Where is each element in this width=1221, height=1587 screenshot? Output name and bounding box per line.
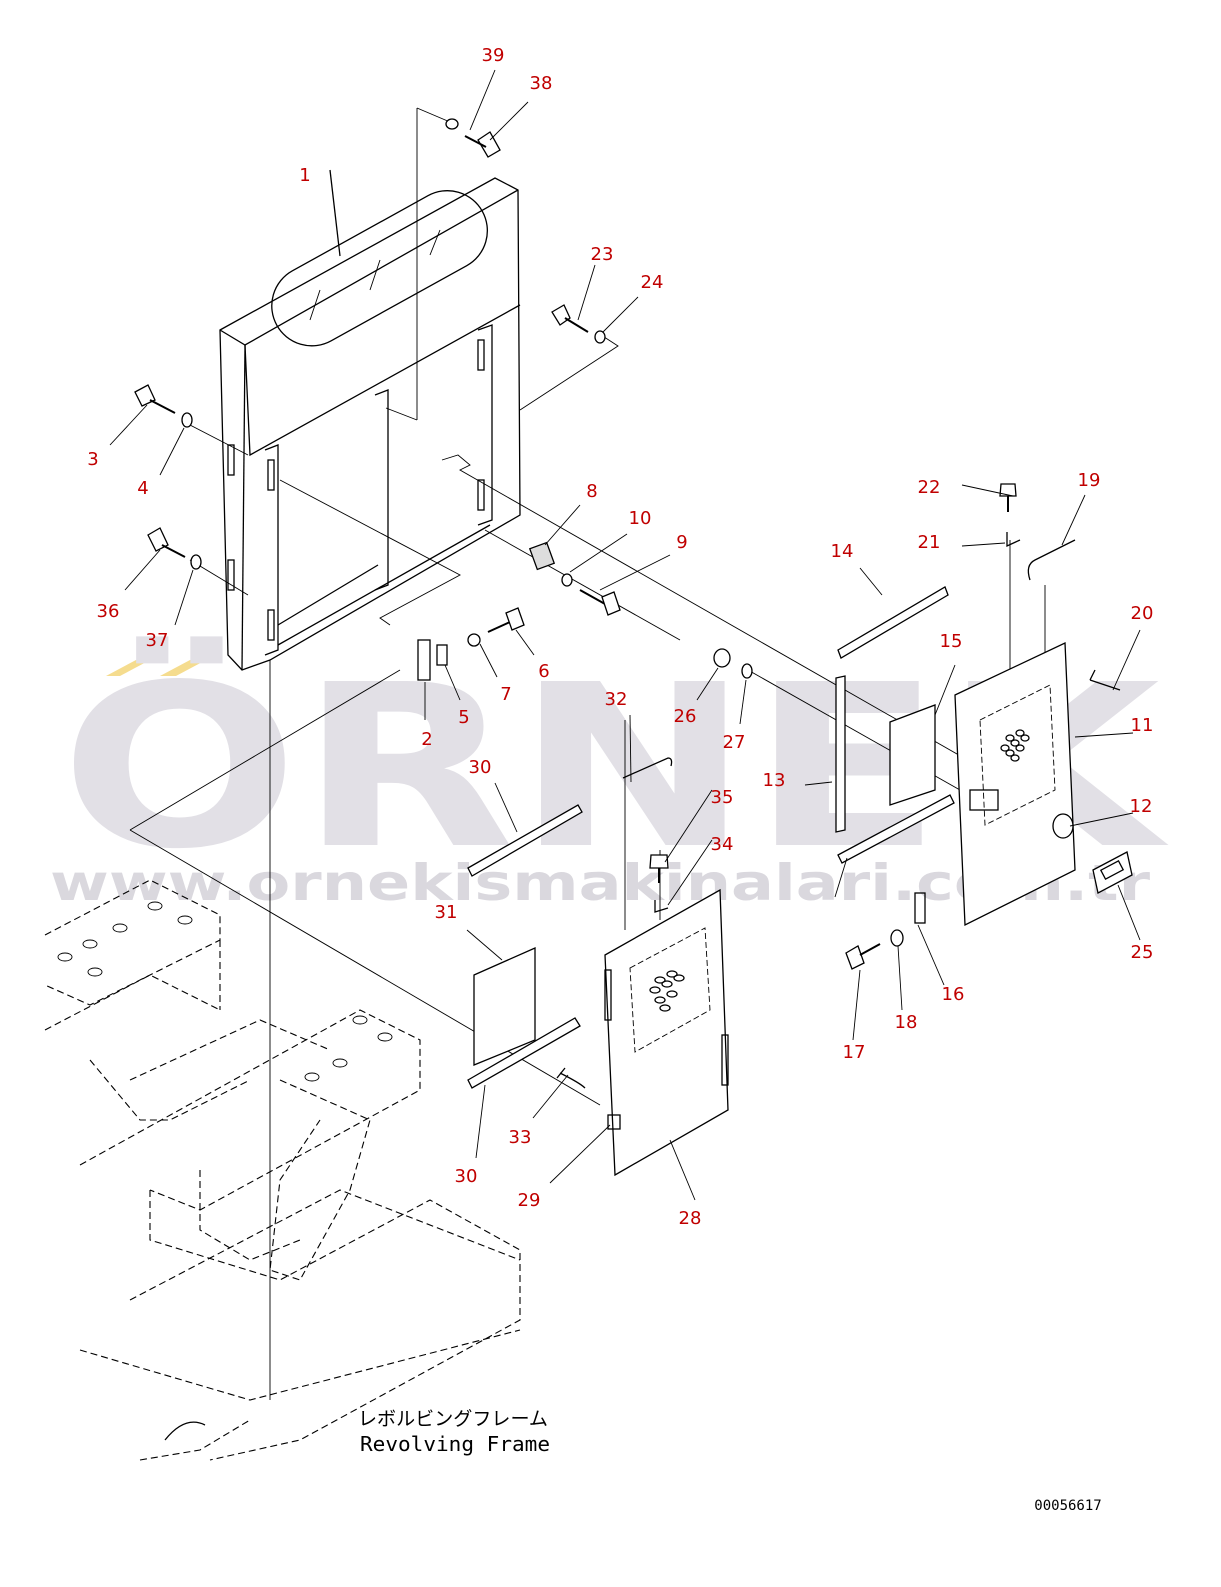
door-right bbox=[954, 641, 1076, 927]
part-label-21: 21 bbox=[918, 532, 941, 553]
part-label-38: 38 bbox=[530, 73, 553, 94]
part-label-11: 11 bbox=[1131, 715, 1154, 736]
part-label-29: 29 bbox=[518, 1190, 541, 1211]
part-label-35: 35 bbox=[711, 787, 734, 808]
caption-japanese: レボルビングフレーム bbox=[358, 1408, 548, 1430]
door-left bbox=[604, 888, 729, 1177]
part-label-30b: 30 bbox=[455, 1166, 478, 1187]
part-label-9: 9 bbox=[676, 532, 687, 553]
part-label-32: 32 bbox=[605, 689, 628, 710]
part-label-19: 19 bbox=[1078, 470, 1101, 491]
fasteners bbox=[134, 118, 1133, 1089]
part-label-15: 15 bbox=[940, 631, 963, 652]
part-label-10: 10 bbox=[629, 508, 652, 529]
part-label-30: 30 bbox=[469, 757, 492, 778]
part-label-39: 39 bbox=[482, 45, 505, 66]
part-label-36: 36 bbox=[97, 601, 120, 622]
part-label-8: 8 bbox=[586, 481, 597, 502]
part-label-1: 1 bbox=[299, 165, 310, 186]
part-label-27: 27 bbox=[723, 732, 746, 753]
part-label-4: 4 bbox=[137, 478, 148, 499]
part-label-24: 24 bbox=[641, 272, 664, 293]
main-frame bbox=[219, 169, 521, 671]
part-label-18: 18 bbox=[895, 1012, 918, 1033]
part-label-3: 3 bbox=[87, 449, 98, 470]
part-label-33: 33 bbox=[509, 1127, 532, 1148]
part-label-14: 14 bbox=[831, 541, 854, 562]
part-label-16: 16 bbox=[942, 984, 965, 1005]
watermark-accent-left bbox=[106, 660, 150, 676]
part-number-labels: 1234567891011121314151617181920212223242… bbox=[87, 45, 1153, 1229]
revolving-frame bbox=[44, 879, 521, 1461]
part-label-22: 22 bbox=[918, 477, 941, 498]
part-label-2: 2 bbox=[421, 729, 432, 750]
part-label-17: 17 bbox=[843, 1042, 866, 1063]
part-label-28: 28 bbox=[679, 1208, 702, 1229]
part-label-34: 34 bbox=[711, 834, 734, 855]
part-label-26: 26 bbox=[674, 706, 697, 727]
part-label-25: 25 bbox=[1131, 942, 1154, 963]
drawing-number: 00056617 bbox=[1034, 1498, 1101, 1514]
part-label-31: 31 bbox=[435, 902, 458, 923]
watermark-accent-right bbox=[160, 660, 206, 676]
part-label-37: 37 bbox=[146, 630, 169, 651]
leader-lines bbox=[109, 69, 1141, 1201]
part-label-6: 6 bbox=[538, 661, 549, 682]
part-label-20: 20 bbox=[1131, 603, 1154, 624]
part-label-13: 13 bbox=[763, 770, 786, 791]
seals bbox=[467, 586, 955, 1089]
part-label-12: 12 bbox=[1130, 796, 1153, 817]
part-label-7: 7 bbox=[500, 684, 511, 705]
part-label-23: 23 bbox=[591, 244, 614, 265]
caption-english: Revolving Frame bbox=[360, 1432, 550, 1456]
part-label-5: 5 bbox=[458, 707, 469, 728]
